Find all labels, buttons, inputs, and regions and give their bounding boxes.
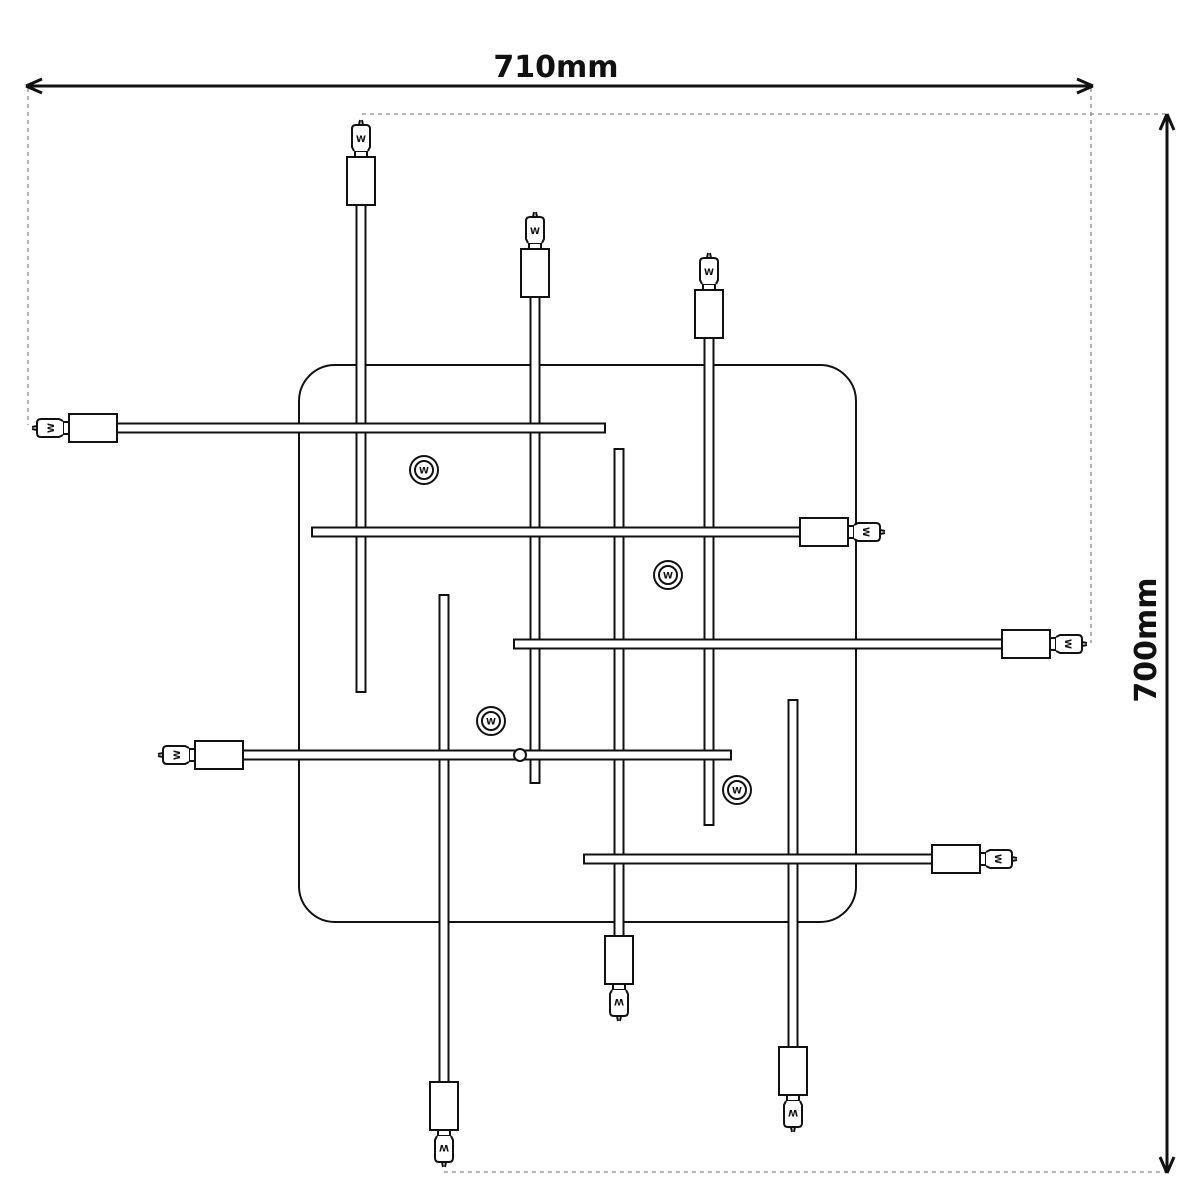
lamp-head: W (694, 252, 724, 339)
lamp-head: W (31, 413, 118, 443)
arm-joint (513, 748, 527, 762)
bulb-mark: W (788, 1107, 798, 1117)
lamp-head: W (931, 844, 1018, 874)
screw-mark: W (732, 787, 742, 797)
height-label: 700mm (1129, 577, 1164, 702)
lamp-head: W (799, 517, 886, 547)
bulb-mark: W (173, 750, 183, 760)
vertical-arm-5: W (429, 594, 459, 1168)
bulb: W (783, 1095, 803, 1133)
vertical-arm-3: W (694, 252, 724, 826)
horizontal-arm-4: W (157, 740, 732, 770)
mount-screw-1: W (409, 455, 439, 485)
horizontal-arm-2: W (311, 517, 886, 547)
arm-rod (355, 204, 367, 693)
bulb: W (609, 984, 629, 1022)
width-label: 710mm (493, 50, 618, 85)
bulb-mark: W (614, 996, 624, 1006)
mount-screw-2: W (653, 560, 683, 590)
bulb-mark: W (439, 1142, 449, 1152)
lamp-head: W (778, 1046, 808, 1133)
lamp-arms: W W W W W W W W W W W (31, 119, 1088, 1168)
lamp-head: W (157, 740, 244, 770)
height-dimension: 700mm (1129, 113, 1176, 1174)
bulb: W (434, 1130, 454, 1168)
bulb: W (31, 418, 69, 438)
vertical-arm-1: W (346, 119, 376, 693)
bulb: W (1050, 634, 1088, 654)
bulb-mark: W (992, 854, 1002, 864)
bulb-mark: W (47, 423, 57, 433)
width-arrow-right (1076, 77, 1094, 95)
bulb-mark: W (356, 135, 366, 145)
lamp-head: W (346, 119, 376, 206)
bulb: W (157, 745, 195, 765)
lamp-head: W (1001, 629, 1088, 659)
arm-rod (311, 526, 801, 538)
screw-mark: W (486, 718, 496, 728)
bulb: W (351, 119, 371, 157)
bulb: W (699, 252, 719, 290)
extent-guides (27, 88, 1165, 1173)
width-dimension: 710mm (25, 50, 1094, 95)
lamp-head: W (520, 211, 550, 298)
vertical-arm-2: W (520, 211, 550, 784)
mount-screw-3: W (476, 706, 506, 736)
bulb-mark: W (704, 268, 714, 278)
bulb-mark: W (1062, 639, 1072, 649)
mount-screw-4: W (722, 775, 752, 805)
arm-rod (529, 296, 541, 784)
horizontal-arm-5: W (583, 844, 1018, 874)
width-arrow-left (25, 77, 43, 95)
arm-rod (513, 638, 1003, 650)
horizontal-arm-1: W (31, 413, 606, 443)
lamp-head: W (429, 1081, 459, 1168)
bulb-mark: W (530, 227, 540, 237)
mounting-screws: W W W W (409, 455, 752, 805)
bulb: W (525, 211, 545, 249)
arm-rod (438, 594, 450, 1083)
arm-rod (787, 699, 799, 1048)
bulb-mark: W (860, 527, 870, 537)
arm-rod (242, 749, 732, 761)
horizontal-arm-3: W (513, 629, 1088, 659)
height-arrow-bottom (1158, 1156, 1176, 1174)
screw-mark: W (663, 572, 673, 582)
vertical-arm-4: W (604, 448, 634, 1022)
lamp-head: W (604, 935, 634, 1022)
screw-mark: W (419, 467, 429, 477)
bulb: W (980, 849, 1018, 869)
arm-rod (116, 422, 606, 434)
vertical-arm-6: W (778, 699, 808, 1133)
arm-rod (583, 853, 933, 865)
bulb: W (848, 522, 886, 542)
height-arrow-top (1158, 113, 1176, 131)
